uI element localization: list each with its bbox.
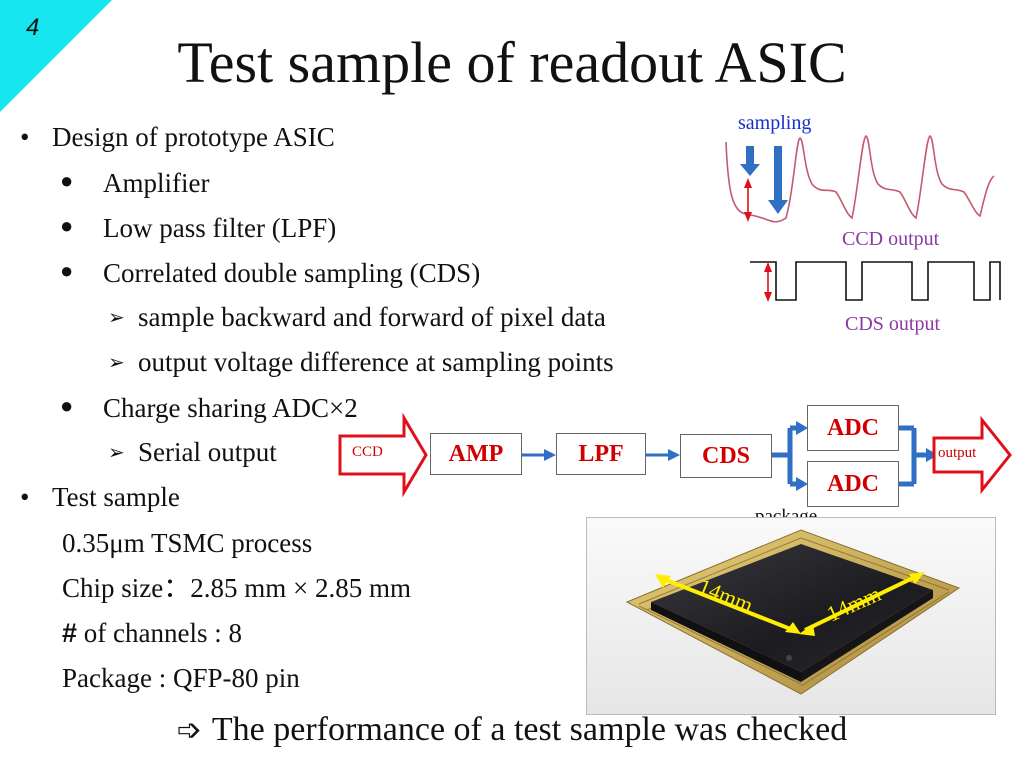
output-arrow [932,415,1012,495]
amp-block: AMP [430,433,522,475]
bullet-text: output voltage difference at sampling po… [138,347,614,377]
bullet-dot-icon: • [20,122,30,152]
arrowhead-icon [909,572,925,584]
spec-package: Package : QFP-80 pin [62,663,300,693]
arrowhead-icon [785,622,801,634]
page-number: 4 [26,14,40,41]
waveform-figure [725,135,1001,302]
arrowhead-down-icon [744,212,752,222]
bullet-text: Serial output [138,437,277,467]
arrow-right-icon [544,449,556,461]
bullet-dot-icon: ● [60,258,74,283]
chip-photo: 14mm 14mm [586,517,996,715]
bullet-text: Charge sharing ADC×2 [103,393,358,423]
bullet-text: sample backward and forward of pixel dat… [138,302,606,332]
arrowhead-bullet-icon: ➢ [108,352,125,374]
block-diagram-connectors [338,412,1012,498]
ccd-input-label: CCD [352,444,383,460]
chip-illustration: 14mm 14mm [587,518,995,714]
arrowhead-icon [655,574,671,588]
arrowhead-down-icon [764,292,772,302]
sampling-arrow-2-icon [768,200,788,214]
arrowhead-up-icon [744,178,752,188]
slide-title: Test sample of readout ASIC [177,30,847,95]
ccd-output-label: CCD output [842,228,940,250]
bullet-dot-icon: • [20,482,30,512]
arrowhead-bullet-icon: ➢ [108,442,125,464]
bullet-dot-icon: ● [60,213,74,238]
hash-symbol: # [62,618,78,648]
sampling-arrow-2-shaft [774,146,782,202]
arrow-right-icon [668,449,680,461]
output-label: output [938,445,977,461]
conclusion-text: The performance of a test sample was che… [211,711,848,748]
arrowhead-bullet-icon: ➢ [108,307,125,329]
cds-block: CDS [680,434,772,478]
spec-channels-text: of channels : 8 [77,618,242,648]
sampling-label: sampling [738,112,812,134]
spec-channels: # of channels : 8 [62,616,242,650]
bullet-text: Amplifier [103,168,210,198]
adc-top-block: ADC [807,405,899,451]
arrowhead-up-icon [764,262,772,272]
spec-process: 0.35μm TSMC process [62,528,313,558]
bullet-dot-icon: ● [60,393,74,418]
arrowhead-icon [799,624,815,636]
corner-triangle [0,0,112,112]
conclusion: ➩ The performance of a test sample was ch… [0,708,1024,753]
ccd-waveform [725,135,995,223]
arrow-right-icon [796,477,808,491]
ccd-input-arrow [338,412,428,498]
cds-output-label: CDS output [845,313,941,335]
lpf-block: LPF [556,433,646,475]
bullet-text: Correlated double sampling (CDS) [103,258,481,288]
bullet-text: Test sample [52,482,180,512]
sampling-arrow-1-shaft [746,146,754,166]
spec-chip-size: Chip size：2.85 mm × 2.85 mm [62,573,411,603]
pin-one-dot [786,655,792,661]
cds-waveform [750,261,1001,301]
arrow-right-icon [796,421,808,435]
sampling-arrow-1-icon [740,164,760,176]
bullet-dot-icon: ● [60,168,74,193]
bullet-text: Design of prototype ASIC [52,122,335,152]
bullet-text: Low pass filter (LPF) [103,213,337,243]
arrow-right-icon [926,448,938,462]
adc-bottom-block: ADC [807,461,899,507]
conclusion-arrow-icon: ➩ [176,714,202,747]
